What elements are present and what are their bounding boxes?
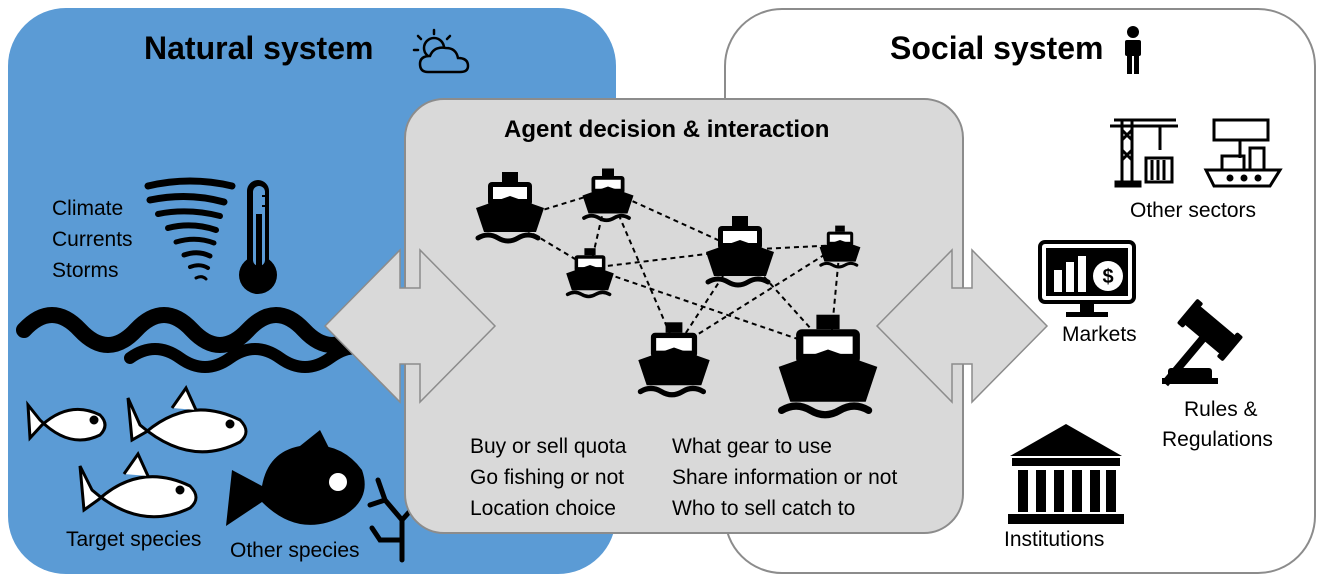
tornado-icon (144, 177, 236, 281)
gavel-icon (1161, 299, 1243, 387)
decision-gear: What gear to use (672, 435, 832, 458)
target-species-label: Target species (66, 528, 202, 551)
decision-go-fishing: Go fishing or not (470, 466, 625, 489)
social-system-title: Social system (890, 30, 1103, 67)
decision-share-info: Share information or not (672, 466, 898, 489)
natural-system-title: Natural system (144, 30, 373, 67)
fish-icon (26, 400, 107, 442)
wave-icon (16, 307, 376, 373)
svg-text:$: $ (1102, 266, 1113, 288)
social-system-title-text: Social system (890, 30, 1104, 66)
agent-title-text: Agent decision & interaction (504, 116, 830, 143)
fish-icon (226, 430, 365, 526)
double-arrow-icon (323, 248, 497, 404)
cargo-ship-icon (1203, 118, 1283, 188)
decision-sell-catch: Who to sell catch to (672, 497, 856, 520)
driver-storms: Storms (52, 259, 119, 282)
crane-icon (1110, 118, 1178, 188)
rules-label-line1: Rules & (1184, 398, 1258, 421)
weather-icon (412, 28, 470, 74)
fish-icon (78, 450, 198, 519)
agent-title: Agent decision & interaction (504, 116, 829, 144)
thermometer-icon (239, 180, 277, 294)
fish-icon (126, 384, 248, 454)
driver-climate: Climate (52, 197, 124, 220)
decision-location-choice: Location choice (470, 497, 616, 520)
person-icon (1125, 26, 1141, 74)
decision-buy-sell-quota: Buy or sell quota (470, 435, 627, 458)
market-monitor-icon: $ (1038, 240, 1136, 317)
institutions-label: Institutions (1004, 528, 1105, 551)
agent-decision-panel (404, 98, 964, 534)
double-arrow-icon (875, 248, 1049, 404)
other-sectors-label: Other sectors (1130, 199, 1257, 222)
natural-system-title-text: Natural system (144, 30, 374, 66)
rules-label-line2: Regulations (1162, 428, 1273, 451)
driver-currents: Currents (52, 228, 133, 251)
other-species-label: Other species (230, 539, 360, 562)
institution-building-icon (1008, 424, 1124, 524)
markets-label: Markets (1062, 323, 1137, 346)
